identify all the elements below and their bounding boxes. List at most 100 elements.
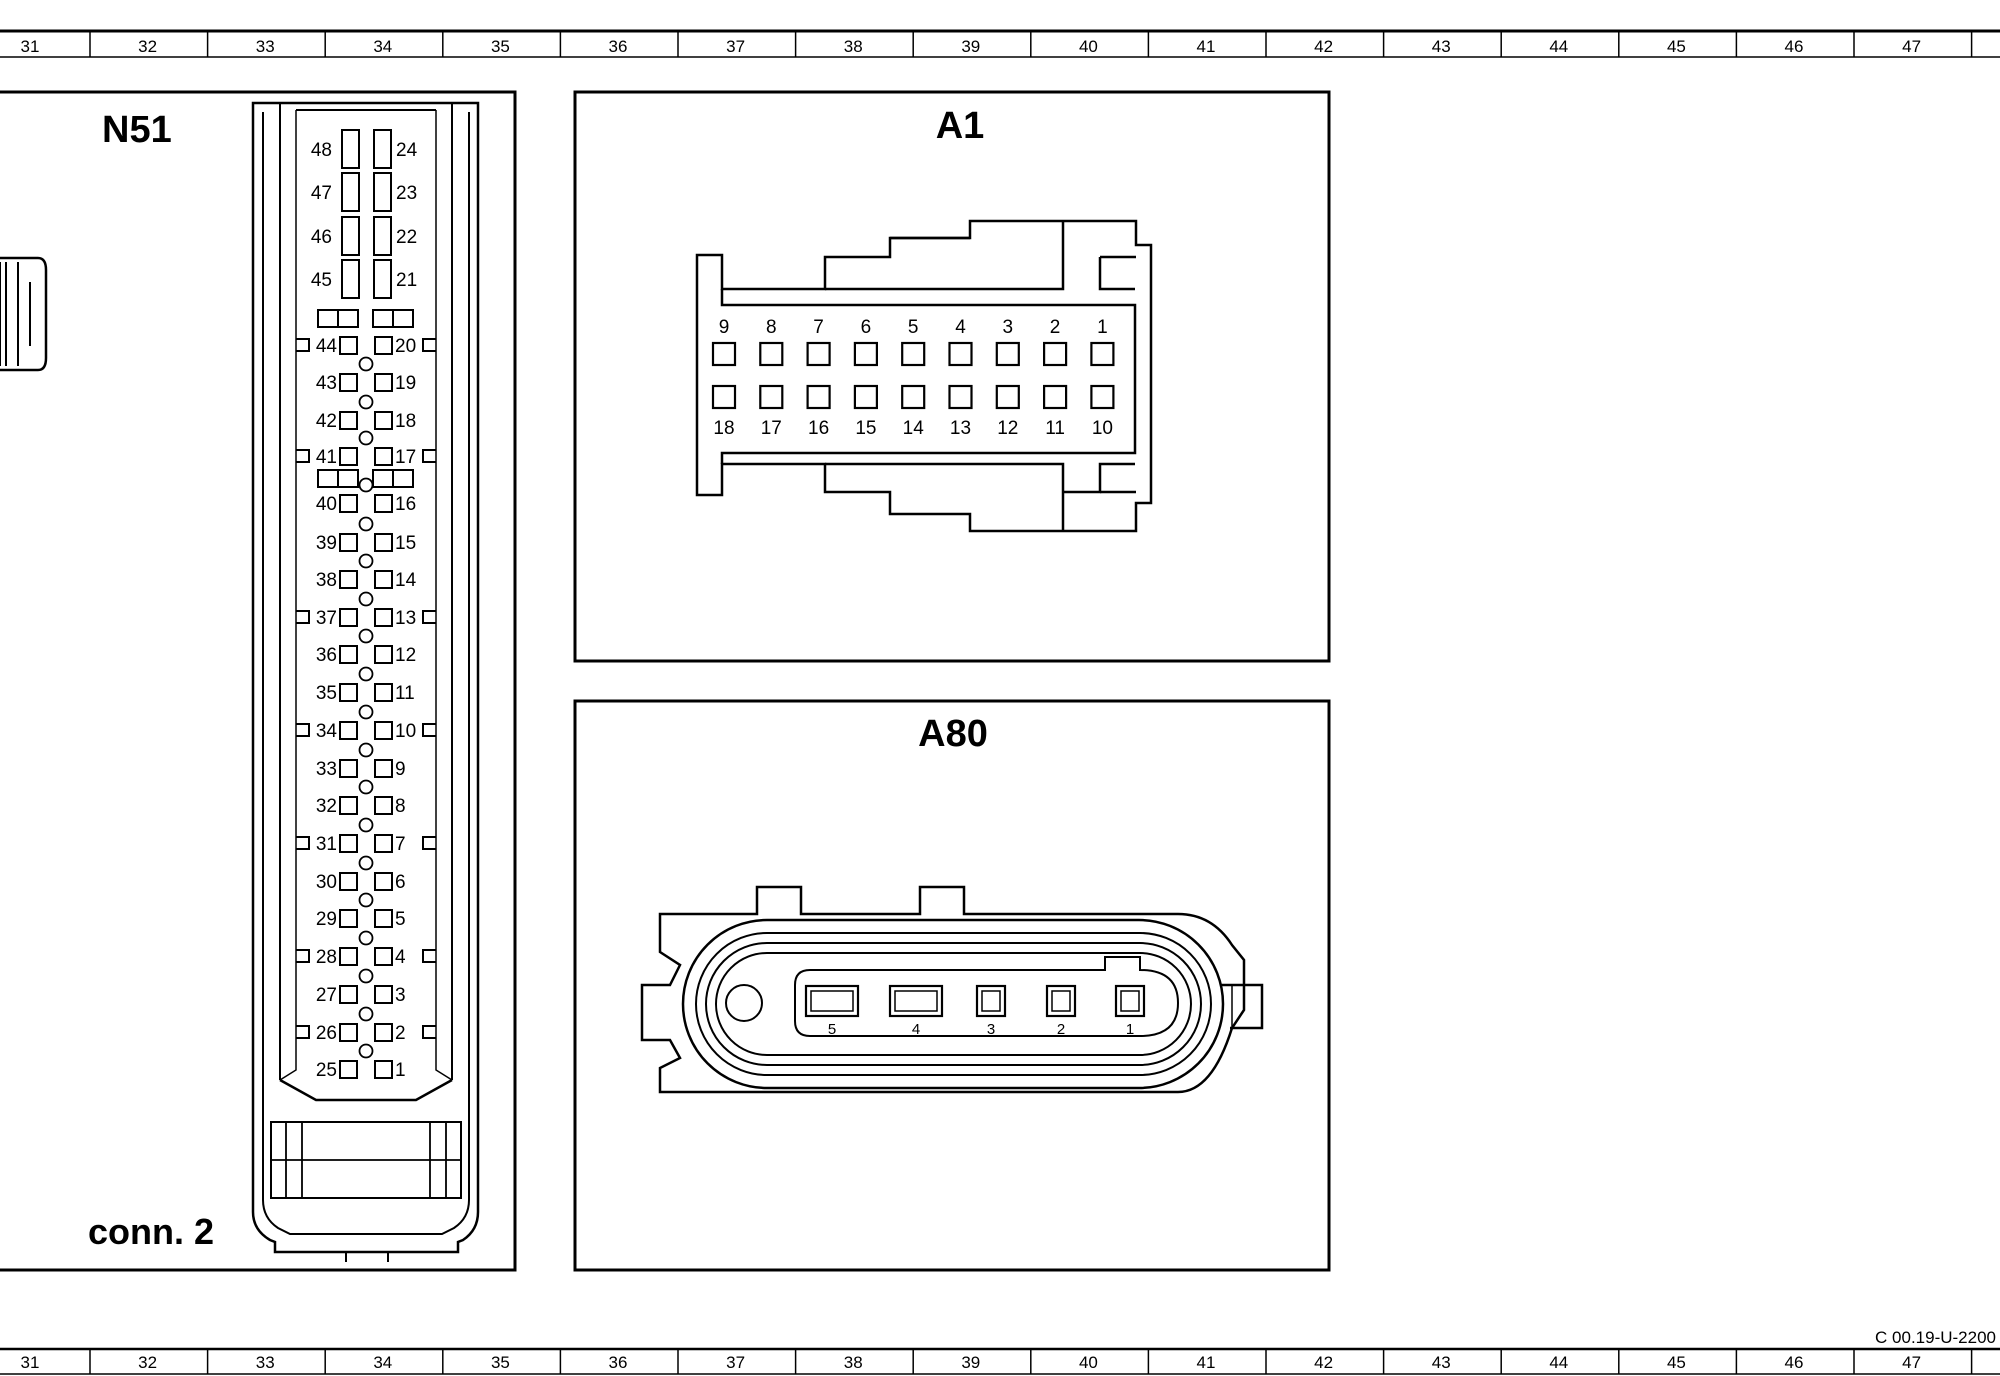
n51-pin [339,645,358,664]
n51-pin [374,985,393,1004]
n51-frame [0,90,517,1272]
n51-pin [374,721,393,740]
a80-pin-label: 2 [1057,1021,1065,1038]
n51-pin-label: 11 [395,683,415,704]
n51-keying-dot [358,704,374,720]
a1-pin [901,384,926,410]
ruler-number: 39 [961,1353,980,1372]
ruler-number: 43 [1432,37,1451,56]
n51-pin [374,373,393,392]
ruler-number: 46 [1785,1353,1804,1372]
ruler-number: 40 [1079,37,1098,56]
a80-pin [804,984,860,1018]
n51-pin-label: 31 [316,834,337,855]
a1-pin-label: 3 [1003,317,1014,338]
n51-pin-label: 41 [316,447,337,468]
n51-keying-dot [358,779,374,795]
a1-frame [573,90,1331,663]
n51-pin-label: 8 [395,796,406,817]
n51-pin-label: 13 [395,608,416,629]
n51-pin [339,336,358,355]
a1-pin [806,384,831,410]
a1-pin-label: 4 [955,317,966,338]
n51-pin-label: 38 [316,570,337,591]
n51-pin-label: 44 [316,336,338,357]
n51-pin-label: 16 [395,494,416,515]
a1-pin [1042,341,1068,367]
a1-pin-label: 16 [808,418,829,439]
n51-pin [374,909,393,928]
n51-pin-label: 30 [316,872,337,893]
a1-connector-housing [695,219,1153,533]
n51-pin-label: 23 [396,183,417,204]
a80-pin-label: 1 [1126,1021,1134,1038]
n51-slot [341,172,360,212]
n51-pin-label: 26 [316,1023,337,1044]
ruler-number: 37 [726,1353,745,1372]
n51-keying-dot [358,430,374,446]
n51-keying-dot [358,742,374,758]
n51-pin [374,872,393,891]
n51-keying-dot [358,666,374,682]
n51-pin [374,411,393,430]
a80-pin-label: 4 [912,1021,920,1038]
n51-pin-label: 14 [395,570,417,591]
n51-slot [373,216,392,256]
a1-pin [759,384,784,410]
a80-pin [888,984,944,1018]
a1-title: A1 [936,105,985,147]
n51-pin [339,373,358,392]
a1-pin-label: 15 [855,418,876,439]
n51-keying-dot [358,591,374,607]
n51-pin [339,947,358,966]
n51-pin [339,909,358,928]
a1-pin [1090,384,1115,410]
n51-pin-label: 10 [395,721,416,742]
a80-pin-label: 5 [828,1021,836,1038]
n51-pin [374,834,393,853]
ruler-number: 44 [1549,37,1568,56]
n51-keying-dot [358,553,374,569]
n51-pin-label: 5 [395,909,406,930]
n51-slot [341,129,360,169]
n51-keying-dot [358,892,374,908]
ruler-number: 31 [21,37,40,56]
n51-keying-dot [358,394,374,410]
n51-pin [374,645,393,664]
n51-pin-label: 32 [316,796,337,817]
bottom-ruler-ticks [89,1349,1973,1374]
n51-slot [373,172,392,212]
n51-pin [374,533,393,552]
n51-pin [339,796,358,815]
n51-pin [374,1023,393,1042]
a1-pin-label: 1 [1097,317,1108,338]
a1-pin-label: 11 [1045,418,1065,439]
a1-pin [759,341,784,367]
ruler-number: 43 [1432,1353,1451,1372]
ruler-number: 35 [491,1353,510,1372]
n51-pin-label: 19 [395,373,416,394]
a1-pin-label: 7 [813,317,824,338]
top-ruler-ticks [89,31,1973,57]
n51-pin [374,796,393,815]
a1-pin-label: 14 [903,418,925,439]
a1-pin-label: 2 [1050,317,1061,338]
n51-keying-dot [358,930,374,946]
n51-pin [339,683,358,702]
n51-pin [374,1060,393,1079]
n51-pin-label: 17 [395,447,416,468]
a1-pin [853,341,879,367]
n51-pin-label: 24 [396,140,418,161]
n51-pin-label: 1 [395,1060,406,1081]
n51-pin [339,533,358,552]
ruler-number: 36 [609,37,628,56]
n51-pin-label: 33 [316,759,337,780]
n51-keying-dot [358,628,374,644]
a1-pin-label: 12 [997,418,1018,439]
n51-pin-label: 37 [316,608,337,629]
n51-pin-label: 45 [311,270,332,291]
